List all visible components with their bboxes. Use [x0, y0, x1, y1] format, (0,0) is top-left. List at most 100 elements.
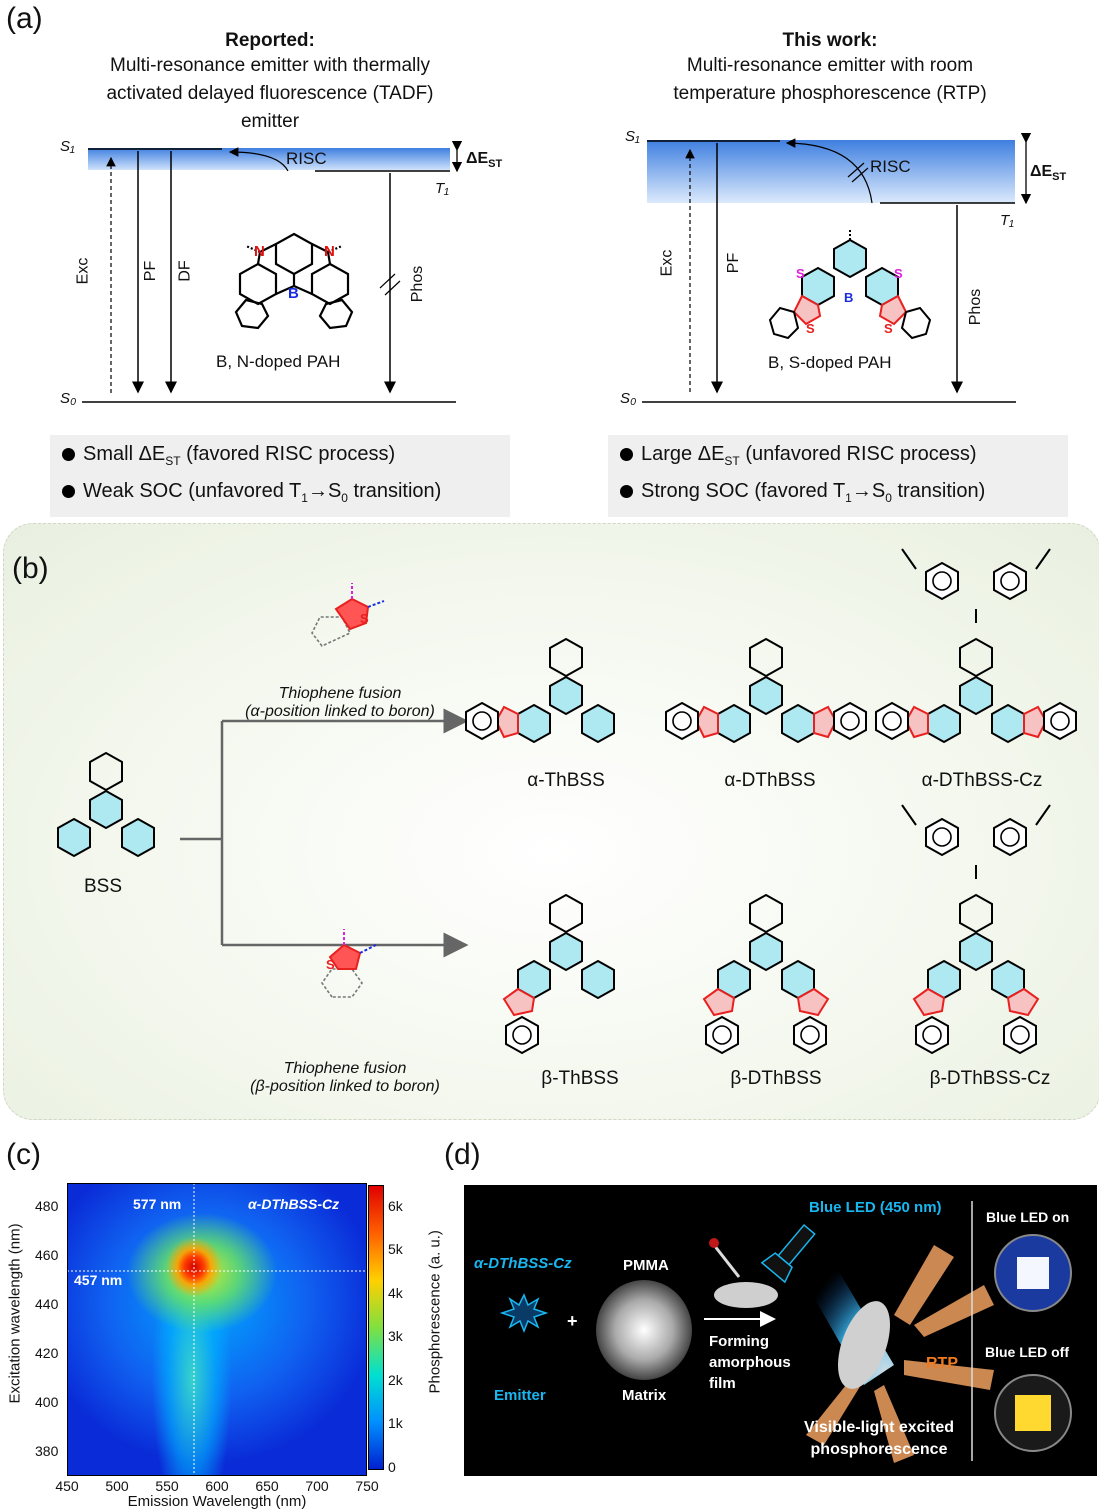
- y-tick-label: 420: [35, 1344, 59, 1361]
- singlet-triplet-gap-band: [88, 148, 450, 170]
- rtp-label: RTP: [926, 1355, 958, 1372]
- beta-dthbss-cz-molecule: [901, 804, 1051, 1054]
- beta-thbss-molecule: [502, 894, 615, 1054]
- sulfur-atom-left: S: [796, 266, 805, 281]
- bn-pah-molecule: [234, 232, 354, 330]
- x-tick-label: 600: [205, 1478, 229, 1494]
- boron-atom-bs: B: [844, 290, 853, 305]
- heatmap-frame: [67, 1183, 367, 1476]
- nitrogen-atom-left: N: [254, 243, 265, 260]
- dropper-icon: [712, 1244, 741, 1278]
- heatmap-crosshair: [67, 1183, 367, 1476]
- emitter-label: Emitter: [494, 1387, 546, 1404]
- beta-dthbss-name: β-DThBSS: [730, 1068, 822, 1089]
- emitter-star-icon: [499, 1293, 549, 1334]
- nitrogen-atom-right: N: [324, 243, 335, 260]
- heatmap-compound-label: α-DThBSS-Cz: [248, 1196, 340, 1212]
- beta-fusion-caption: Thiophene fusion (β-position linked to b…: [250, 1060, 440, 1095]
- svg-text:S: S: [360, 611, 369, 626]
- rtp-emission-rays: [806, 1245, 994, 1463]
- bs-pah-molecule: [768, 228, 932, 340]
- tadf-bullets: Small ΔEST (favored RISC process) Weak S…: [50, 435, 510, 517]
- x-tick-label: 550: [155, 1478, 179, 1494]
- led-on-label: Blue LED on: [986, 1209, 1070, 1225]
- large-gap-band: [647, 140, 1015, 203]
- t1-label-left: T₁: [435, 180, 449, 197]
- forming-film-label: Forming amorphous film: [709, 1333, 791, 1392]
- phos-label-right: Phos: [967, 288, 985, 326]
- phos-label-left: Phos: [409, 265, 427, 303]
- svg-text:S: S: [326, 957, 335, 972]
- rtp-energy-diagram: S S B S S: [642, 132, 1032, 403]
- s1-label-left: S₁: [60, 138, 75, 155]
- plus-sign: +: [567, 1311, 578, 1331]
- reported-subtitle-2: activated delayed fluorescence (TADF): [106, 83, 434, 104]
- pf-label-left: PF: [142, 260, 160, 282]
- alpha-thbss-name: α-ThBSS: [527, 770, 605, 791]
- reported-subtitle-3: emitter: [240, 111, 300, 132]
- rtp-bullets: Large ΔEST (unfavored RISC process) Stro…: [608, 435, 1068, 517]
- delta-est-right: ΔEST: [1030, 163, 1067, 184]
- excitation-peak-annotation: 457 nm: [74, 1272, 123, 1288]
- alpha-dthbss-molecule: [665, 638, 867, 743]
- exc-label-left: Exc: [74, 257, 92, 285]
- bs-pah-caption: B, S-doped PAH: [768, 353, 892, 372]
- bss-name: BSS: [84, 876, 123, 897]
- s0-label-left: S₀: [60, 390, 77, 407]
- emission-axis-label: Emission Wavelength (nm): [127, 1493, 307, 1510]
- bss-molecule: [57, 752, 155, 857]
- rtp-excitation-emission-heatmap: [67, 1183, 367, 1476]
- colorbar-tick-label: 0: [388, 1459, 396, 1475]
- alpha-dthbss-name: α-DThBSS: [724, 770, 816, 791]
- thiophene-s-right: S: [884, 321, 893, 336]
- colorbar-tick-label: 5k: [388, 1241, 403, 1258]
- panel-a-right-header: This work: Multi-resonance emitter with …: [600, 30, 1060, 108]
- bullet-small-dest: Small ΔEST (favored RISC process): [62, 439, 498, 476]
- alpha-dthbss-cz-name: α-DThBSS-Cz: [921, 770, 1043, 791]
- y-tick-label: 440: [35, 1296, 59, 1313]
- risc-label-right: RISC: [870, 157, 911, 176]
- this-work-subtitle-1: Multi-resonance emitter with room: [686, 55, 974, 76]
- boron-atom: B: [288, 285, 299, 302]
- led-off-label: Blue LED off: [985, 1344, 1069, 1360]
- x-tick-label: 500: [105, 1478, 129, 1494]
- y-tick-label: 380: [35, 1442, 59, 1459]
- colorbar-label: Phosphorescence (a. u.): [426, 1230, 444, 1394]
- alpha-dthbss-cz-molecule: [875, 548, 1077, 743]
- colorbar: [368, 1185, 384, 1470]
- alpha-thiophene-sketch: S: [311, 583, 385, 647]
- y-tick-label: 460: [35, 1247, 59, 1264]
- bullet-weak-soc: Weak SOC (unfavored T1→S0 transition): [62, 476, 498, 513]
- x-tick-label: 750: [355, 1478, 379, 1494]
- beta-dthbss-molecule: [702, 894, 830, 1054]
- bullet-large-dest: Large ΔEST (unfavored RISC process): [620, 439, 1056, 476]
- blue-led-label: Blue LED (450 nm): [809, 1199, 942, 1216]
- x-tick-label: 700: [305, 1478, 329, 1494]
- pf-label-right: PF: [725, 252, 743, 274]
- sulfur-atom-right: S: [894, 266, 903, 281]
- excitation-axis-label: Excitation wavelength (nm): [6, 1223, 24, 1404]
- emitter-name: α-DThBSS-Cz: [474, 1255, 572, 1272]
- pmma-label: PMMA: [623, 1257, 669, 1274]
- y-tick-label: 480: [35, 1198, 59, 1215]
- delta-est-left: ΔEST: [466, 150, 503, 171]
- beta-thbss-name: β-ThBSS: [541, 1068, 619, 1089]
- reported-heading: Reported:: [225, 30, 315, 51]
- panel-b-scheme: S S: [57, 548, 1077, 1054]
- beta-thiophene-sketch: S: [321, 929, 377, 998]
- colorbar-tick-label: 3k: [388, 1328, 403, 1345]
- colorbar-tick-label: 1k: [388, 1415, 403, 1432]
- panel-b-background: [3, 523, 1099, 1120]
- df-label-left: DF: [176, 260, 194, 282]
- matrix-label: Matrix: [622, 1387, 667, 1404]
- risc-label-left: RISC: [286, 149, 327, 168]
- blue-led-flashlight-icon: [760, 1223, 816, 1284]
- panel-a-label: (a): [6, 2, 43, 35]
- tadf-energy-diagram: N N B: [82, 140, 463, 403]
- this-work-subtitle-2: temperature phosphorescence (RTP): [673, 83, 987, 104]
- film-fabrication-scheme: α-DThBSS-Cz + PMMA Emitter Matrix Formin…: [464, 1185, 1097, 1476]
- emission-peak-annotation: 577 nm: [133, 1196, 182, 1212]
- this-work-heading: This work:: [782, 30, 878, 51]
- pmma-matrix-icon: [596, 1280, 692, 1380]
- panel-b-label: (b): [12, 552, 49, 585]
